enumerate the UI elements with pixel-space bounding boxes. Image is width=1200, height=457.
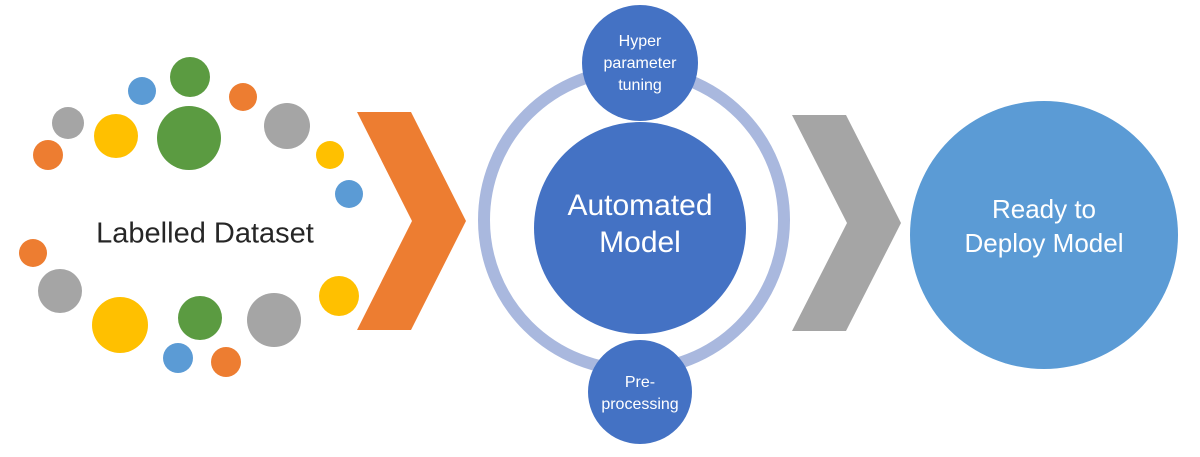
dataset-dot [229, 83, 257, 111]
ready-to-deploy-model-circle [910, 101, 1178, 369]
dataset-dot [178, 296, 222, 340]
dataset-dot [247, 293, 301, 347]
dataset-dot [170, 57, 210, 97]
pre-processing-line-2: processing [601, 396, 678, 413]
gray-chevron-icon [792, 115, 901, 331]
labelled-dataset-dot-cluster [19, 57, 363, 377]
ready-to-deploy-line-1: Ready to [992, 194, 1096, 224]
labelled-dataset-label: Labelled Dataset [96, 218, 314, 250]
dataset-dot [128, 77, 156, 105]
dataset-dot [319, 276, 359, 316]
dataset-dot [316, 141, 344, 169]
dataset-dot [94, 114, 138, 158]
hyperparameter-tuning-circle [582, 5, 698, 121]
automated-model-circle [534, 122, 746, 334]
dataset-dot [163, 343, 193, 373]
dataset-dot [157, 106, 221, 170]
dataset-dot [38, 269, 82, 313]
pre-processing-circle [588, 340, 692, 444]
hyperparameter-tuning-line-3: tuning [618, 77, 662, 94]
dataset-dot [52, 107, 84, 139]
automated-model-line-2: Model [599, 226, 681, 259]
dataset-dot [19, 239, 47, 267]
dataset-dot [335, 180, 363, 208]
ready-to-deploy-line-2: Deploy Model [965, 228, 1124, 258]
dataset-dot [92, 297, 148, 353]
pre-processing-line-1: Pre- [625, 374, 655, 391]
hyperparameter-tuning-line-2: parameter [604, 55, 678, 72]
automated-model-line-1: Automated [567, 189, 712, 222]
orange-chevron-icon [357, 112, 466, 330]
hyperparameter-tuning-line-1: Hyper [619, 33, 662, 50]
dataset-dot [33, 140, 63, 170]
dataset-dot [264, 103, 310, 149]
dataset-dot [211, 347, 241, 377]
